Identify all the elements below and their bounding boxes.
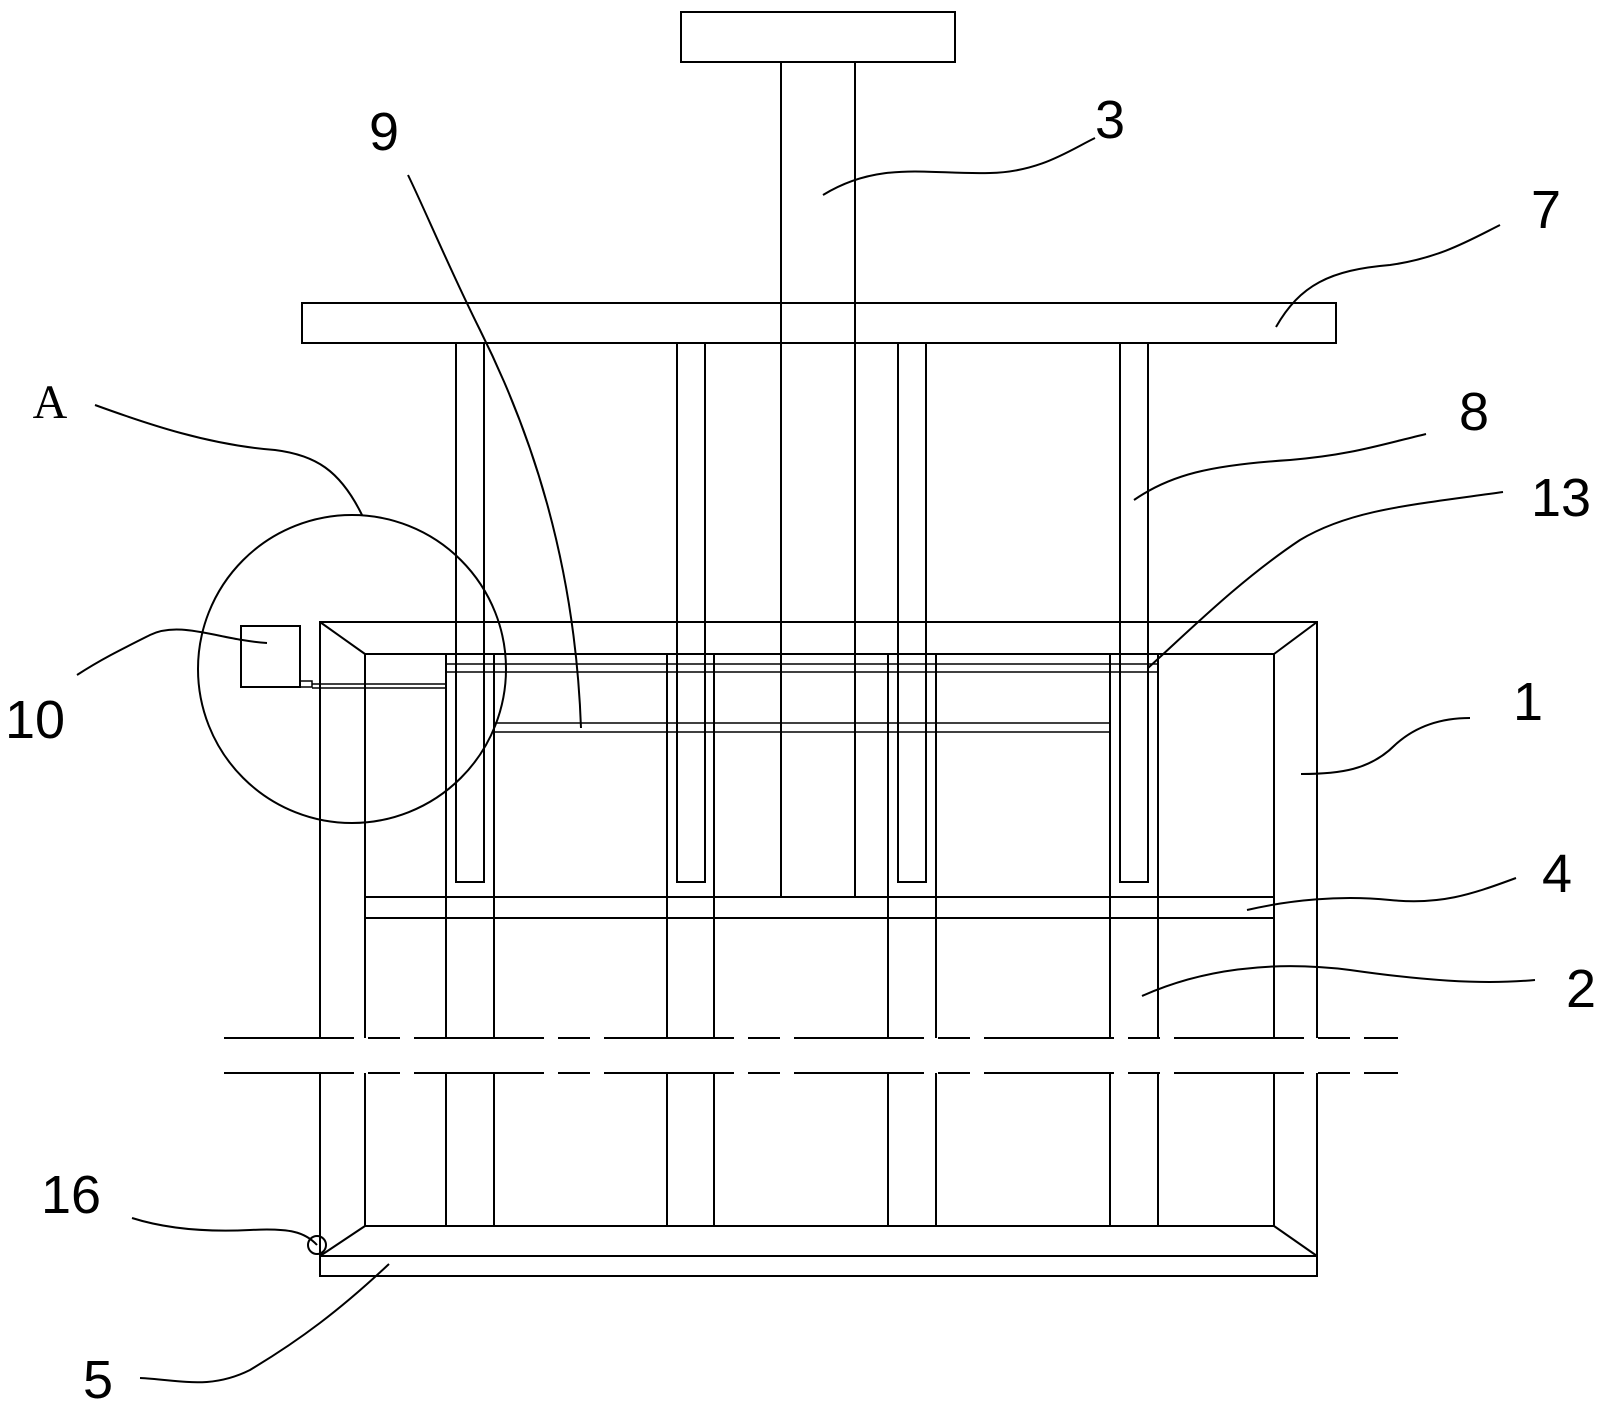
- part-8-rods: [455, 342, 1149, 883]
- label-3: 3: [1095, 90, 1125, 150]
- label-16: 16: [41, 1165, 101, 1225]
- label-7: 7: [1531, 180, 1561, 240]
- label-10: 10: [5, 690, 65, 750]
- label-5: 5: [83, 1350, 113, 1406]
- label-13: 13: [1531, 468, 1591, 528]
- part-10-box: [240, 625, 446, 689]
- label-a: A: [33, 376, 68, 429]
- label-2: 2: [1566, 959, 1596, 1019]
- label-1: 1: [1513, 672, 1543, 732]
- label-4: 4: [1542, 844, 1572, 904]
- label-9: 9: [369, 102, 399, 162]
- part-2-tubes: [445, 654, 1159, 1226]
- part-4-middle-plate: [365, 896, 1274, 919]
- part-16-pivot: [307, 1235, 327, 1255]
- part-9-connecting-bar: [494, 722, 1110, 733]
- leader-lines: [76, 137, 1536, 1384]
- break-lines: [224, 1037, 1398, 1074]
- part-labels: 3 9 7 A 8 13 10 1 4 2 16 5: [5, 90, 1596, 1406]
- label-8: 8: [1459, 382, 1489, 442]
- part-7-top-plate: [301, 302, 1337, 344]
- part-1-outer-frame: [319, 621, 1318, 1277]
- part-3-t-handle: [680, 11, 956, 897]
- detail-circle-a: [197, 514, 507, 824]
- part-13-fittings: [446, 663, 1158, 673]
